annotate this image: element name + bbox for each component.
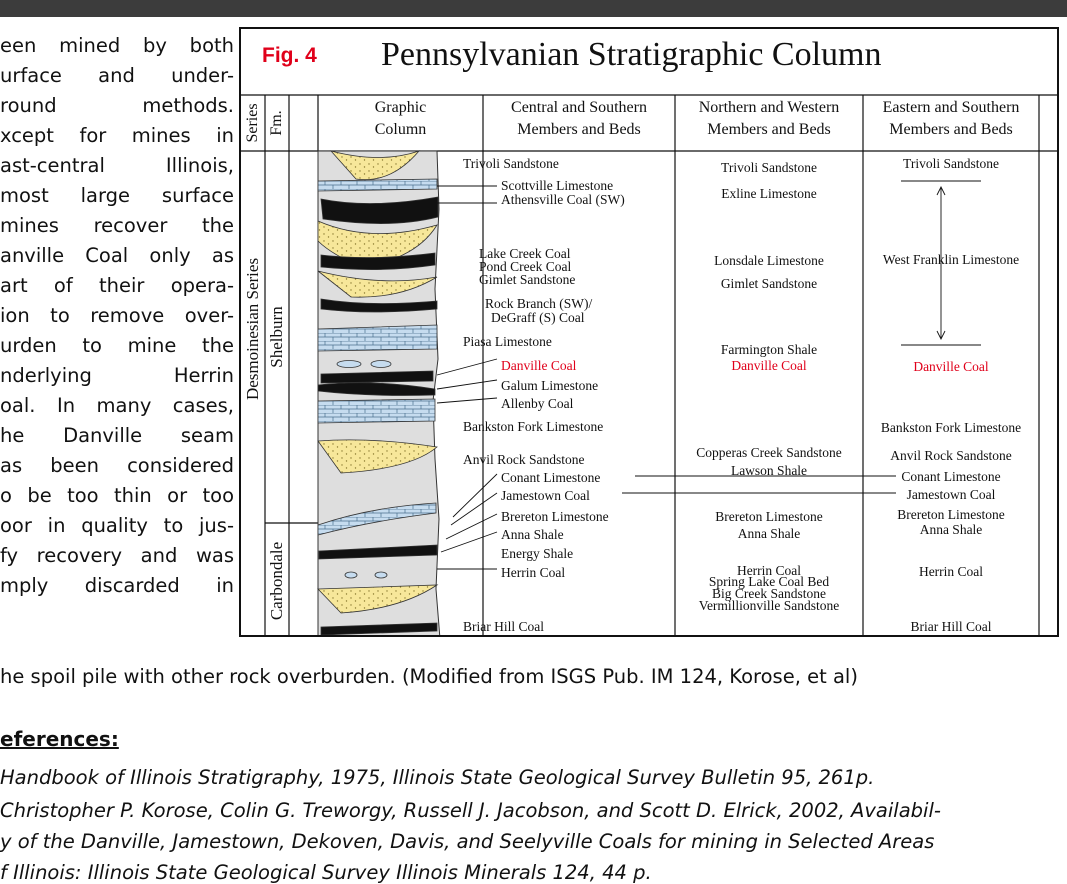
central-label: Jamestown Coal bbox=[501, 488, 590, 503]
paragraph-line: round methods. bbox=[0, 94, 234, 117]
header-graphic: Graphic Column bbox=[374, 99, 427, 138]
central-label: Galum Limestone bbox=[501, 378, 599, 393]
northern-label: Vermillionville Sandstone bbox=[698, 598, 840, 613]
references-heading: eferences: bbox=[0, 727, 119, 751]
central-label: Bankston Fork Limestone bbox=[463, 419, 604, 434]
central-label: Anna Shale bbox=[501, 527, 564, 542]
eastern-label: Herrin Coal bbox=[918, 564, 984, 579]
reference-line: f Illinois: Illinois State Geological Su… bbox=[0, 861, 652, 884]
eastern-label: Brereton Limestone bbox=[897, 507, 1005, 522]
central-label: Energy Shale bbox=[501, 546, 574, 561]
series-label: Desmoinesian Series bbox=[243, 257, 262, 401]
reference-line: y of the Danville, Jamestown, Dekoven, D… bbox=[0, 830, 935, 853]
eastern-label: Anvil Rock Sandstone bbox=[890, 448, 1012, 463]
formation-carbondale: Carbondale bbox=[267, 541, 286, 621]
lithology-layers bbox=[317, 150, 439, 635]
central-label: Brereton Limestone bbox=[501, 509, 609, 524]
paragraph-line: urden to mine the bbox=[0, 334, 234, 357]
northern-label: Gimlet Sandstone bbox=[720, 276, 818, 291]
paragraph-line: as been considered bbox=[0, 454, 234, 477]
paragraph-line: urface and under- bbox=[0, 64, 234, 87]
reference-line: Christopher P. Korose, Colin G. Treworgy… bbox=[0, 799, 941, 822]
northern-label-danville: Danville Coal bbox=[731, 358, 807, 373]
northern-label: Farmington Shale bbox=[720, 342, 818, 357]
central-label: Herrin Coal bbox=[501, 565, 566, 580]
central-label-danville: Danville Coal bbox=[501, 358, 577, 373]
central-label: Trivoli Sandstone bbox=[463, 156, 559, 171]
central-label: Gimlet Sandstone bbox=[479, 272, 576, 287]
paragraph-line: oor in quality to jus- bbox=[0, 514, 234, 537]
eastern-label: Bankston Fork Limestone bbox=[880, 420, 1022, 435]
paragraph-line: most large surface bbox=[0, 184, 234, 207]
figure-title: Pennsylvanian Stratigraphic Column bbox=[381, 36, 882, 73]
header-fm: Fm. bbox=[268, 110, 285, 136]
central-label: Piasa Limestone bbox=[463, 334, 552, 349]
central-label: Briar Hill Coal bbox=[463, 619, 544, 634]
eastern-label: Jamestown Coal bbox=[906, 487, 996, 502]
central-label: Scottville Limestone bbox=[501, 178, 614, 193]
paragraph-full-line: he spoil pile with other rock overburden… bbox=[0, 665, 858, 688]
reference-line: Handbook of Illinois Stratigraphy, 1975,… bbox=[0, 766, 875, 789]
eastern-label-danville: Danville Coal bbox=[913, 359, 989, 374]
paragraph-line: een mined by both bbox=[0, 34, 234, 57]
northern-label: Copperas Creek Sandstone bbox=[696, 445, 842, 460]
central-label: DeGraff (S) Coal bbox=[491, 310, 585, 325]
central-label: Conant Limestone bbox=[501, 470, 601, 485]
paragraph-line: art of their opera- bbox=[0, 274, 234, 297]
eastern-label: Anna Shale bbox=[919, 522, 983, 537]
eastern-label: Trivoli Sandstone bbox=[903, 156, 999, 171]
northern-label: Herrin Coal bbox=[736, 563, 802, 578]
header-central: Central and Southern Members and Beds bbox=[511, 99, 647, 138]
paragraph-line: oal. In many cases, bbox=[0, 394, 234, 417]
northern-label: Exline Limestone bbox=[721, 186, 817, 201]
header-northern: Northern and Western Members and Beds bbox=[698, 99, 840, 138]
paragraph-line: ion to remove over- bbox=[0, 304, 234, 327]
paragraph-line: mines recover the bbox=[0, 214, 234, 237]
northern-label: Lonsdale Limestone bbox=[714, 253, 824, 268]
figure-number: Fig. 4 bbox=[262, 44, 317, 67]
northern-label: Big Creek Sandstone bbox=[712, 586, 826, 601]
paragraph-line: fy recovery and was bbox=[0, 544, 234, 567]
paragraph-line: ast-central Illinois, bbox=[0, 154, 234, 177]
central-label: Athensville Coal (SW) bbox=[501, 192, 625, 207]
northern-label: Spring Lake Coal Bed bbox=[708, 574, 830, 589]
northern-label: Anna Shale bbox=[737, 526, 801, 541]
paragraph-line: xcept for mines in bbox=[0, 124, 234, 147]
northern-label: Lawson Shale bbox=[730, 463, 808, 478]
top-bar bbox=[0, 0, 1067, 17]
formation-shelburn: Shelburn bbox=[267, 306, 286, 368]
northern-label: Trivoli Sandstone bbox=[721, 160, 817, 175]
header-eastern: Eastern and Southern Members and Beds bbox=[882, 99, 1020, 138]
eastern-label: West Franklin Limestone bbox=[882, 252, 1020, 267]
stratigraphic-figure: Fig. 4 Pennsylvanian Stratigraphic Colum… bbox=[239, 27, 1059, 637]
central-label: Lake Creek Coal bbox=[479, 246, 571, 261]
central-label: Anvil Rock Sandstone bbox=[463, 452, 585, 467]
figure-graphics bbox=[241, 94, 1057, 635]
northern-label: Brereton Limestone bbox=[715, 509, 823, 524]
paragraph-line: anville Coal only as bbox=[0, 244, 234, 267]
eastern-label: Conant Limestone bbox=[901, 469, 1001, 484]
header-series: Series bbox=[244, 103, 261, 143]
central-label: Allenby Coal bbox=[501, 396, 574, 411]
central-label: Pond Creek Coal bbox=[479, 259, 572, 274]
paragraph-line: nderlying Herrin bbox=[0, 364, 234, 387]
paragraph-line: he Danville seam bbox=[0, 424, 234, 447]
paragraph-line: o be too thin or too bbox=[0, 484, 234, 507]
central-label: Rock Branch (SW)/ bbox=[485, 296, 593, 311]
leader-lines bbox=[436, 180, 981, 570]
eastern-label: Briar Hill Coal bbox=[910, 619, 992, 634]
paragraph-line: mply discarded in bbox=[0, 574, 234, 597]
table-grid bbox=[241, 94, 1057, 635]
